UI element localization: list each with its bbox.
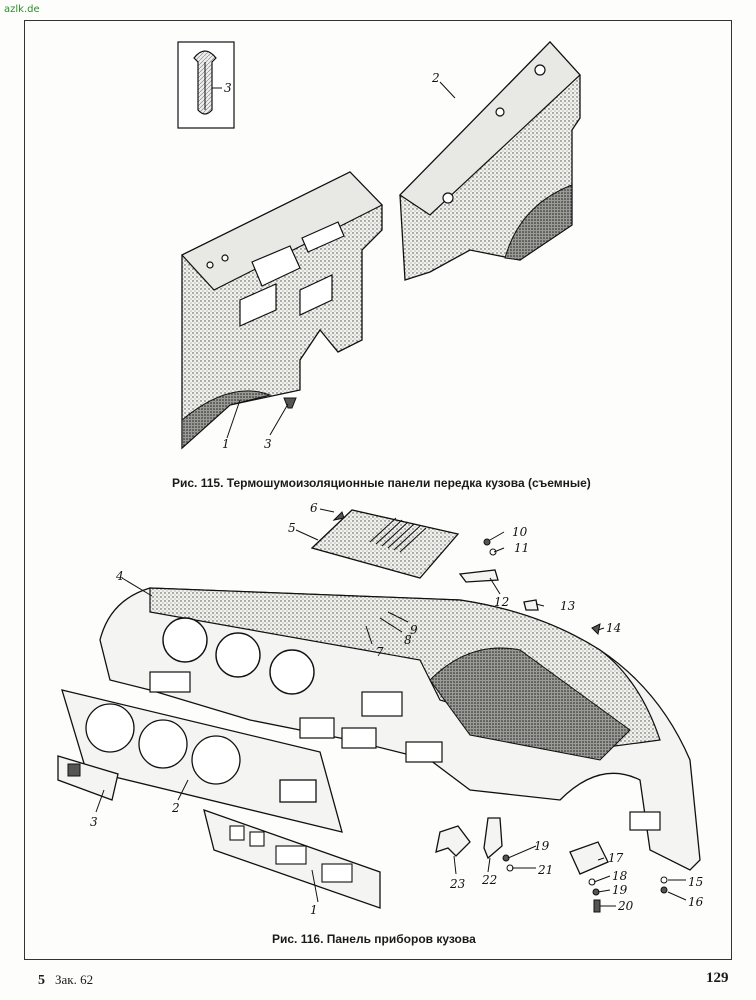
fig116-label-22: 22 [481, 873, 497, 887]
fig115-label-2: 2 [431, 71, 440, 85]
fig116-label-23: 23 [449, 877, 466, 891]
bracket-22 [483, 817, 503, 860]
fig116-label-17: 17 [608, 851, 624, 865]
fig116-label-15: 15 [688, 875, 703, 889]
glovebox-lid [310, 509, 460, 579]
insulation-panel-right [399, 41, 581, 281]
figure-115-caption: Рис. 115. Термошумоизоляционные панели п… [172, 476, 591, 490]
page-number: 129 [706, 970, 729, 986]
fig116-label-12: 12 [494, 595, 509, 609]
fig116-label-1: 1 [310, 903, 318, 917]
fig116-label-6: 6 [310, 501, 318, 515]
figure-115-drawing [177, 41, 581, 450]
site-watermark: azlk.de [4, 4, 40, 15]
clip-detail-inset [177, 41, 235, 129]
fig116-label-11: 11 [514, 541, 529, 555]
fig115-label-1: 1 [222, 437, 230, 451]
fig115-label-3-inset: 3 [224, 81, 232, 95]
bracket-23 [435, 825, 471, 857]
fig115-label-3: 3 [264, 437, 272, 451]
fastener-clip [283, 397, 297, 409]
signature-number: 5 [38, 973, 45, 988]
figure-116-caption: Рис. 116. Панель приборов кузова [272, 932, 476, 946]
fig116-label-8: 8 [404, 633, 412, 647]
fig116-label-7: 7 [376, 645, 384, 659]
fig116-label-3: 3 [90, 815, 98, 829]
fig116-label-4: 4 [115, 569, 124, 583]
fig116-label-16: 16 [688, 895, 704, 909]
order-number: Зак. 62 [55, 972, 94, 987]
fig116-label-13: 13 [560, 599, 576, 613]
fig116-label-9: 9 [410, 623, 418, 637]
print-signature: 5 Зак. 62 [38, 972, 93, 989]
fig116-label-2: 2 [171, 801, 180, 815]
panel-padding-right [429, 647, 631, 761]
gauge-cutouts [162, 617, 315, 695]
fig116-label-19-upper: 19 [534, 839, 550, 853]
fig116-label-20: 20 [617, 899, 634, 913]
insulation-panel-left [181, 171, 383, 450]
fig116-label-14: 14 [606, 621, 621, 635]
figure-116-drawing [57, 508, 701, 913]
page-frame [24, 20, 732, 960]
fig116-label-19-lower: 19 [612, 883, 628, 897]
bracket-17 [569, 841, 609, 875]
fig116-label-18: 18 [612, 869, 628, 883]
fig116-label-21: 21 [537, 863, 553, 877]
fig116-label-5: 5 [288, 521, 296, 535]
fig116-label-10: 10 [512, 525, 528, 539]
